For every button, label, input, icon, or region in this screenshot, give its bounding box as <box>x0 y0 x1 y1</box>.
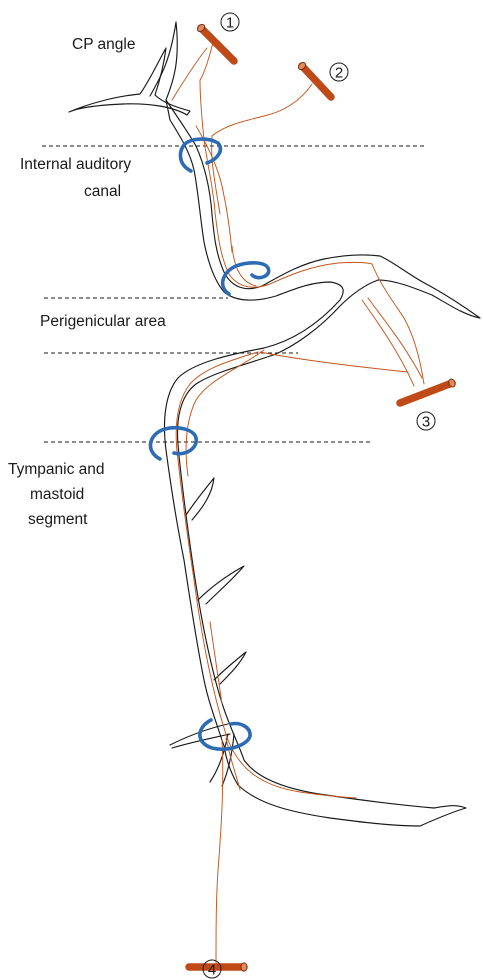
label-internal-auditory-1: Internal auditory <box>20 156 131 173</box>
label-tympanic-2: mastoid <box>30 486 84 503</box>
suture-loop-icon <box>223 263 269 294</box>
marker-3-text: 3 <box>422 414 430 431</box>
marker-3: 3 <box>417 412 435 431</box>
label-internal-auditory-2: canal <box>84 183 121 200</box>
nerve-fibers <box>172 38 424 968</box>
nerve-graft-cylinder-icon <box>400 378 456 403</box>
nerve-graft-4 <box>189 963 247 971</box>
label-tympanic-3: segment <box>28 511 88 528</box>
marker-1-text: 1 <box>226 15 234 32</box>
nerve-trunk <box>165 100 481 826</box>
nerve-graft-2 <box>297 61 331 97</box>
label-cp-angle: CP angle <box>72 36 135 53</box>
label-perigenicular: Perigenicular area <box>40 313 166 330</box>
marker-1: 1 <box>221 13 239 32</box>
marker-2: 2 <box>330 63 348 82</box>
marker-4-text: 4 <box>208 962 216 979</box>
label-tympanic-1: Tympanic and <box>8 461 105 478</box>
marker-2-text: 2 <box>335 65 343 82</box>
nerve-graft-cylinder-icon <box>297 61 331 97</box>
side-branches <box>170 478 246 786</box>
nerve-graft-3 <box>400 378 456 403</box>
nerve-graft-cylinder-icon <box>189 963 247 971</box>
suture-loop-icon <box>180 139 220 171</box>
suture-loop-icon <box>150 428 196 459</box>
